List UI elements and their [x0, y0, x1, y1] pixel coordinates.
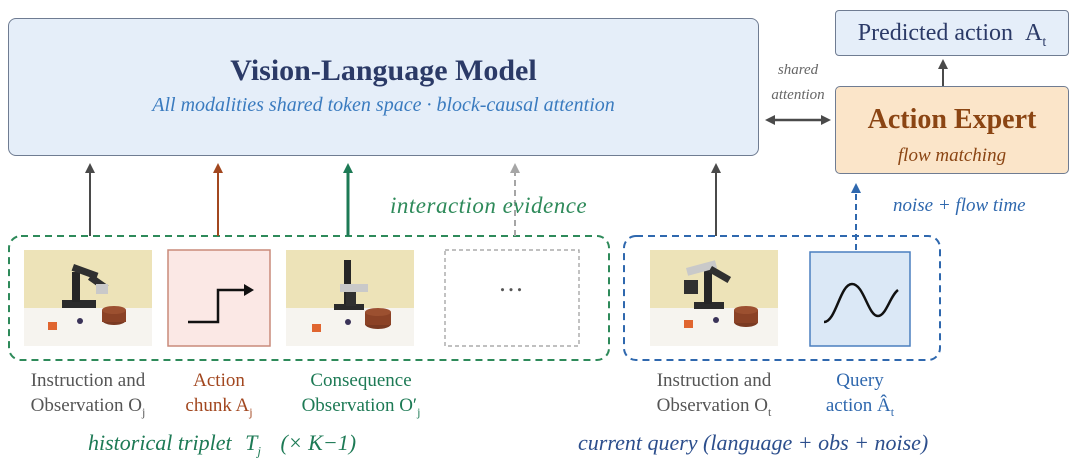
label-line: Observation O	[656, 395, 768, 416]
label-line: Observation O	[30, 395, 142, 416]
step-arrow-icon	[188, 288, 244, 324]
action-expert-title: Action Expert	[867, 104, 1037, 135]
label-instruction-observation-hist: Instruction and Observation Oj	[0, 368, 176, 425]
predicted-action-subscript: t	[1042, 34, 1047, 50]
action-expert-subtitle: flow matching	[897, 145, 1007, 166]
vlm-subtitle: All modalities shared token space · bloc…	[152, 94, 615, 116]
predicted-action-symbol: A	[1025, 20, 1043, 46]
robot-scene-image-2	[286, 250, 414, 346]
label-line: Query	[836, 370, 884, 391]
label-line: chunk A	[185, 395, 250, 416]
robot-scene-image-1	[24, 250, 152, 346]
action-expert-box	[835, 86, 1069, 174]
noise-flow-time-label: noise + flow time	[893, 195, 1026, 216]
historical-prefix: historical triplet	[88, 430, 232, 455]
historical-subscript: j	[257, 443, 261, 459]
current-query-caption: current query (language + obs + noise)	[578, 430, 929, 455]
label-line: Consequence	[310, 370, 412, 391]
label-action-chunk: Action chunk Aj	[160, 368, 278, 425]
label-subscript: j	[142, 404, 146, 419]
historical-suffix: (× K−1)	[280, 430, 357, 455]
noise-curve-icon	[823, 282, 899, 324]
ellipsis: ...	[499, 268, 525, 297]
predicted-action-box: Predicted action At	[835, 10, 1069, 56]
label-subscript: t	[890, 404, 895, 419]
label-line: Observation O′	[301, 395, 418, 416]
historical-symbol: T	[245, 430, 258, 455]
vlm-box	[8, 18, 759, 156]
current-group-frame	[623, 235, 941, 361]
label-subscript: j	[417, 404, 421, 419]
robot-scene-image-current	[650, 250, 778, 346]
label-line: action Â	[825, 395, 891, 416]
shared-attention-label-1: shared	[777, 62, 819, 78]
label-instruction-observation-current: Instruction and Observation Ot	[626, 368, 802, 425]
label-line: Instruction and	[30, 370, 146, 391]
historical-group-frame	[8, 235, 610, 361]
label-subscript: j	[249, 404, 253, 419]
historical-triplet-caption: historical triplet Tj (× K−1)	[88, 430, 356, 459]
label-subscript: t	[768, 404, 772, 419]
more-items-placeholder	[444, 249, 580, 347]
action-chunk-box	[167, 249, 271, 347]
shared-attention-label-2: attention	[771, 87, 825, 103]
vlm-title: Vision-Language Model	[230, 54, 537, 87]
label-consequence-observation: Consequence Observation O′j	[280, 368, 442, 425]
label-line: Instruction and	[656, 370, 772, 391]
label-line: Action	[193, 370, 245, 391]
predicted-action-label: Predicted action	[857, 20, 1014, 46]
label-query-action: Query action Ât	[804, 368, 916, 425]
interaction-evidence-label: interaction evidence	[390, 193, 588, 218]
query-action-box	[809, 251, 911, 347]
